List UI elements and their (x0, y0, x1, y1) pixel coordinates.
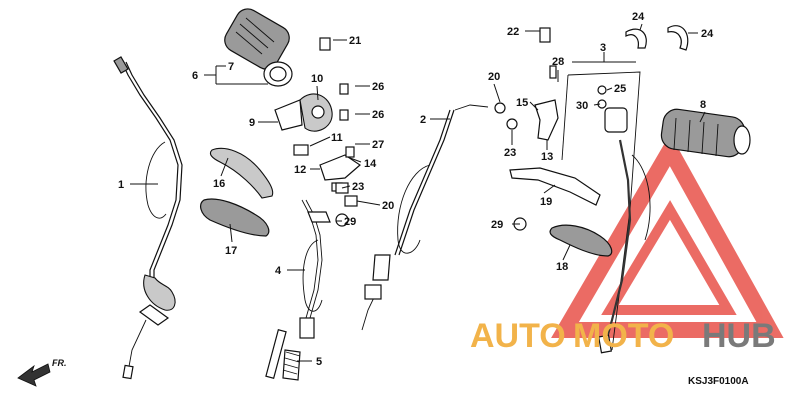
callout-2: 2 (420, 114, 426, 126)
front-label: FR. (52, 358, 67, 368)
switch-harness (561, 71, 651, 354)
callout-23b: 23 (504, 147, 516, 159)
callout-12: 12 (294, 164, 306, 176)
watermark-hub: HUB (702, 317, 776, 355)
callout-13: 13 (541, 151, 553, 163)
leader-lines (130, 23, 706, 362)
callout-11: 11 (331, 132, 343, 144)
callout-9: 9 (249, 117, 255, 129)
bracket-15 (534, 99, 559, 141)
callout-3: 3 (600, 42, 606, 54)
spring-part (282, 351, 301, 375)
callout-17: 17 (225, 245, 237, 257)
callout-19: 19 (540, 196, 552, 208)
callout-30: 30 (576, 100, 588, 112)
callout-20a: 20 (488, 71, 500, 83)
brake-lever (509, 167, 601, 206)
callout-29a: 29 (344, 216, 356, 228)
callout-7: 7 (228, 61, 234, 73)
callout-22: 22 (507, 26, 519, 38)
clutch-lever (209, 147, 274, 199)
callout-16: 16 (213, 178, 225, 190)
lever-cover (200, 198, 270, 237)
callout-15: 15 (516, 97, 528, 109)
clutch-cable (113, 56, 183, 380)
callout-23a: 23 (352, 181, 364, 193)
callout-28: 28 (552, 56, 564, 68)
left-grip (660, 108, 751, 158)
brake-lever-cover (549, 224, 613, 257)
callout-27: 27 (372, 139, 384, 151)
throttle-grip (224, 8, 293, 87)
callout-8: 8 (700, 99, 706, 111)
choke-cable (361, 104, 489, 331)
front-arrow-icon: FR. (17, 358, 67, 387)
watermark-triangle-icon (551, 133, 784, 338)
callout-10: 10 (311, 73, 323, 85)
callout-26a: 26 (372, 81, 384, 93)
drawing-code: KSJ3F0100A (688, 376, 749, 387)
callouts: 1 2 3 4 5 6 7 8 9 10 11 12 13 14 15 16 1… (118, 11, 714, 368)
callout-20b: 20 (382, 200, 394, 212)
watermark-auto: AUTO (470, 317, 566, 355)
callout-25: 25 (614, 83, 626, 95)
callout-4: 4 (275, 265, 282, 277)
callout-14: 14 (364, 158, 377, 170)
hardware (319, 25, 689, 231)
throttle-cable (265, 199, 331, 381)
callout-6: 6 (192, 70, 198, 82)
throttle-housing (274, 93, 333, 156)
callout-29b: 29 (491, 219, 503, 231)
watermark-logo: AUTO MOTO HUB (470, 317, 776, 355)
callout-1: 1 (118, 179, 124, 191)
callout-21: 21 (349, 35, 361, 47)
callout-18: 18 (556, 261, 568, 273)
callout-24b: 24 (701, 28, 714, 40)
callout-5: 5 (316, 356, 322, 368)
callout-26b: 26 (372, 109, 384, 121)
callout-24a: 24 (632, 11, 645, 23)
watermark-moto: MOTO (573, 317, 674, 355)
